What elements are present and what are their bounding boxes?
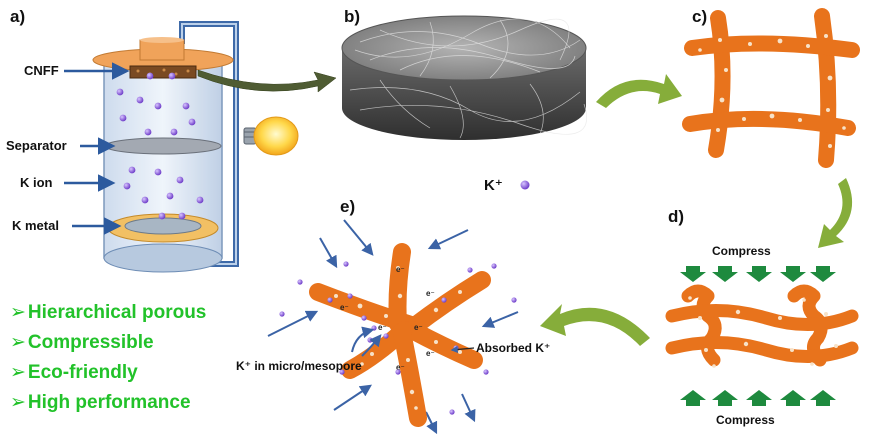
feature-2-marker: ➢	[10, 332, 26, 353]
feature-1: ➢Hierarchical porous	[10, 302, 206, 323]
k-plus-legend-label: K⁺	[484, 177, 503, 194]
panel-d-compressed: d) Compress Compress	[665, 207, 859, 427]
electron-2: e⁻	[426, 289, 435, 298]
electron-1: e⁻	[396, 265, 405, 274]
incoming-ion-arrows	[267, 219, 519, 435]
electron-5: e⁻	[414, 323, 423, 332]
panel-label-b: b)	[344, 7, 360, 26]
panel-a-battery: a) CNFF Separator K ion K metal	[6, 7, 299, 273]
light-bulb-icon	[243, 116, 299, 156]
pore-pointer-2	[361, 334, 382, 357]
electron-7: e⁻	[396, 363, 405, 372]
feature-4-marker: ➢	[10, 392, 26, 413]
annotation-absorbed: Absorbed K⁺	[476, 341, 550, 355]
fiber-network-texture	[349, 18, 587, 139]
label-separator: Separator	[6, 138, 67, 153]
panel-label-d: d)	[668, 207, 684, 226]
k-ion-particles	[116, 72, 204, 220]
flow-arrow-b-to-c	[596, 74, 682, 108]
k-plus-legend-dot	[520, 180, 530, 190]
feature-2-text: Compressible	[28, 332, 154, 353]
flow-arrow-d-to-e	[540, 304, 650, 346]
features-list: ➢Hierarchical porous ➢Compressible ➢Eco-…	[10, 302, 206, 413]
feature-2: ➢Compressible	[10, 332, 154, 353]
feature-1-marker: ➢	[10, 302, 26, 323]
compress-label-bottom: Compress	[716, 413, 775, 427]
disk-top	[341, 15, 587, 81]
flow-arrow-c-to-d	[818, 178, 853, 248]
compress-label-top: Compress	[712, 244, 771, 258]
pore-pointer	[351, 326, 375, 353]
feature-4: ➢High performance	[10, 392, 191, 413]
panel-b-cnff-disk: b)	[341, 7, 587, 140]
separator-disk	[104, 137, 222, 155]
k-metal-disk	[124, 217, 202, 235]
electron-3: e⁻	[340, 303, 349, 312]
label-k-metal: K metal	[12, 218, 59, 233]
annotation-micro-mesopore: K⁺ in micro/mesopore	[236, 359, 362, 373]
electron-markers: e⁻ e⁻ e⁻ e⁻ e⁻ e⁻ e⁻	[340, 265, 435, 372]
feature-3: ➢Eco-friendly	[10, 362, 138, 383]
electron-4: e⁻	[378, 323, 387, 332]
k-plus-legend: K⁺	[484, 177, 530, 194]
compress-arrows-bottom	[680, 390, 836, 406]
label-cnff: CNFF	[24, 63, 59, 78]
feature-3-marker: ➢	[10, 362, 26, 383]
feature-1-text: Hierarchical porous	[28, 302, 206, 323]
electron-6: e⁻	[426, 349, 435, 358]
panel-label-e: e)	[340, 197, 355, 216]
cap-terminal-top	[140, 37, 184, 43]
cnff-electrode	[129, 65, 197, 79]
feature-4-text: High performance	[28, 392, 191, 413]
compress-arrows-top	[680, 266, 836, 282]
feature-3-text: Eco-friendly	[28, 362, 138, 383]
absorbed-pointer	[450, 345, 475, 354]
cell-bottom	[103, 243, 223, 273]
panel-e-absorption: e) e⁻	[236, 197, 550, 435]
label-k-ion: K ion	[20, 175, 53, 190]
panel-label-c: c)	[692, 7, 707, 26]
panel-c-fiber-mesh: c)	[682, 7, 860, 168]
flow-arrow-a-to-b	[197, 69, 337, 93]
panel-label-a: a)	[10, 7, 25, 26]
